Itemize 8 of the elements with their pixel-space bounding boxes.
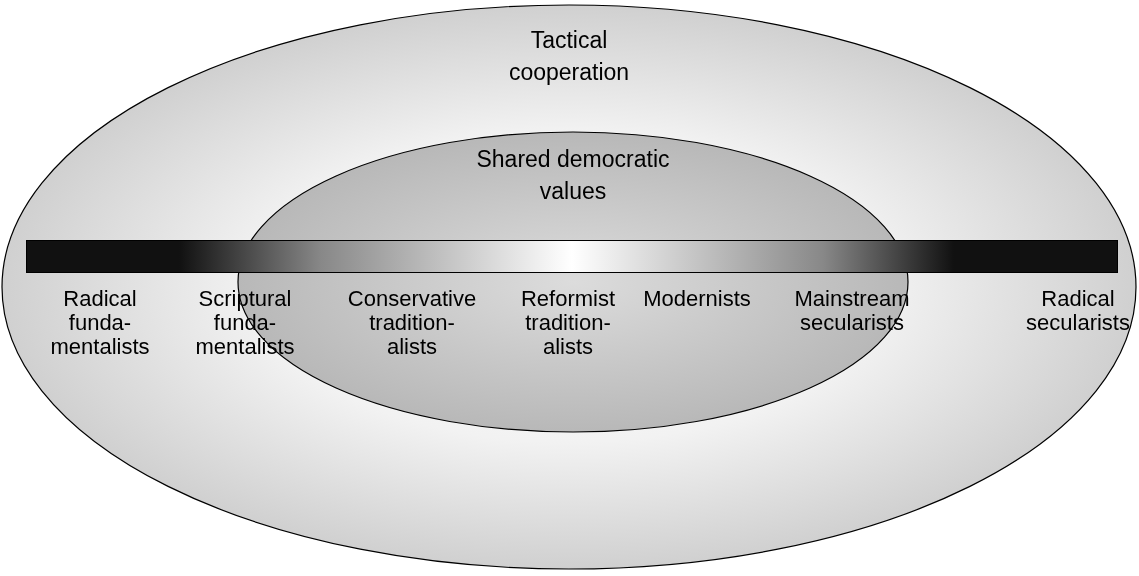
spectrum-label: Radical funda- mentalists xyxy=(50,287,150,360)
spectrum-label: Conservative tradition- alists xyxy=(347,287,477,360)
spectrum-bar xyxy=(26,240,1118,274)
spectrum-label: Radical secularists xyxy=(1026,287,1130,336)
spectrum-label: Modernists xyxy=(643,287,751,312)
ellipse-label: Tactical cooperation xyxy=(507,26,631,88)
spectrum-label: Reformist tradition- alists xyxy=(520,287,616,360)
ellipse-label: Shared democratic values xyxy=(475,145,671,207)
